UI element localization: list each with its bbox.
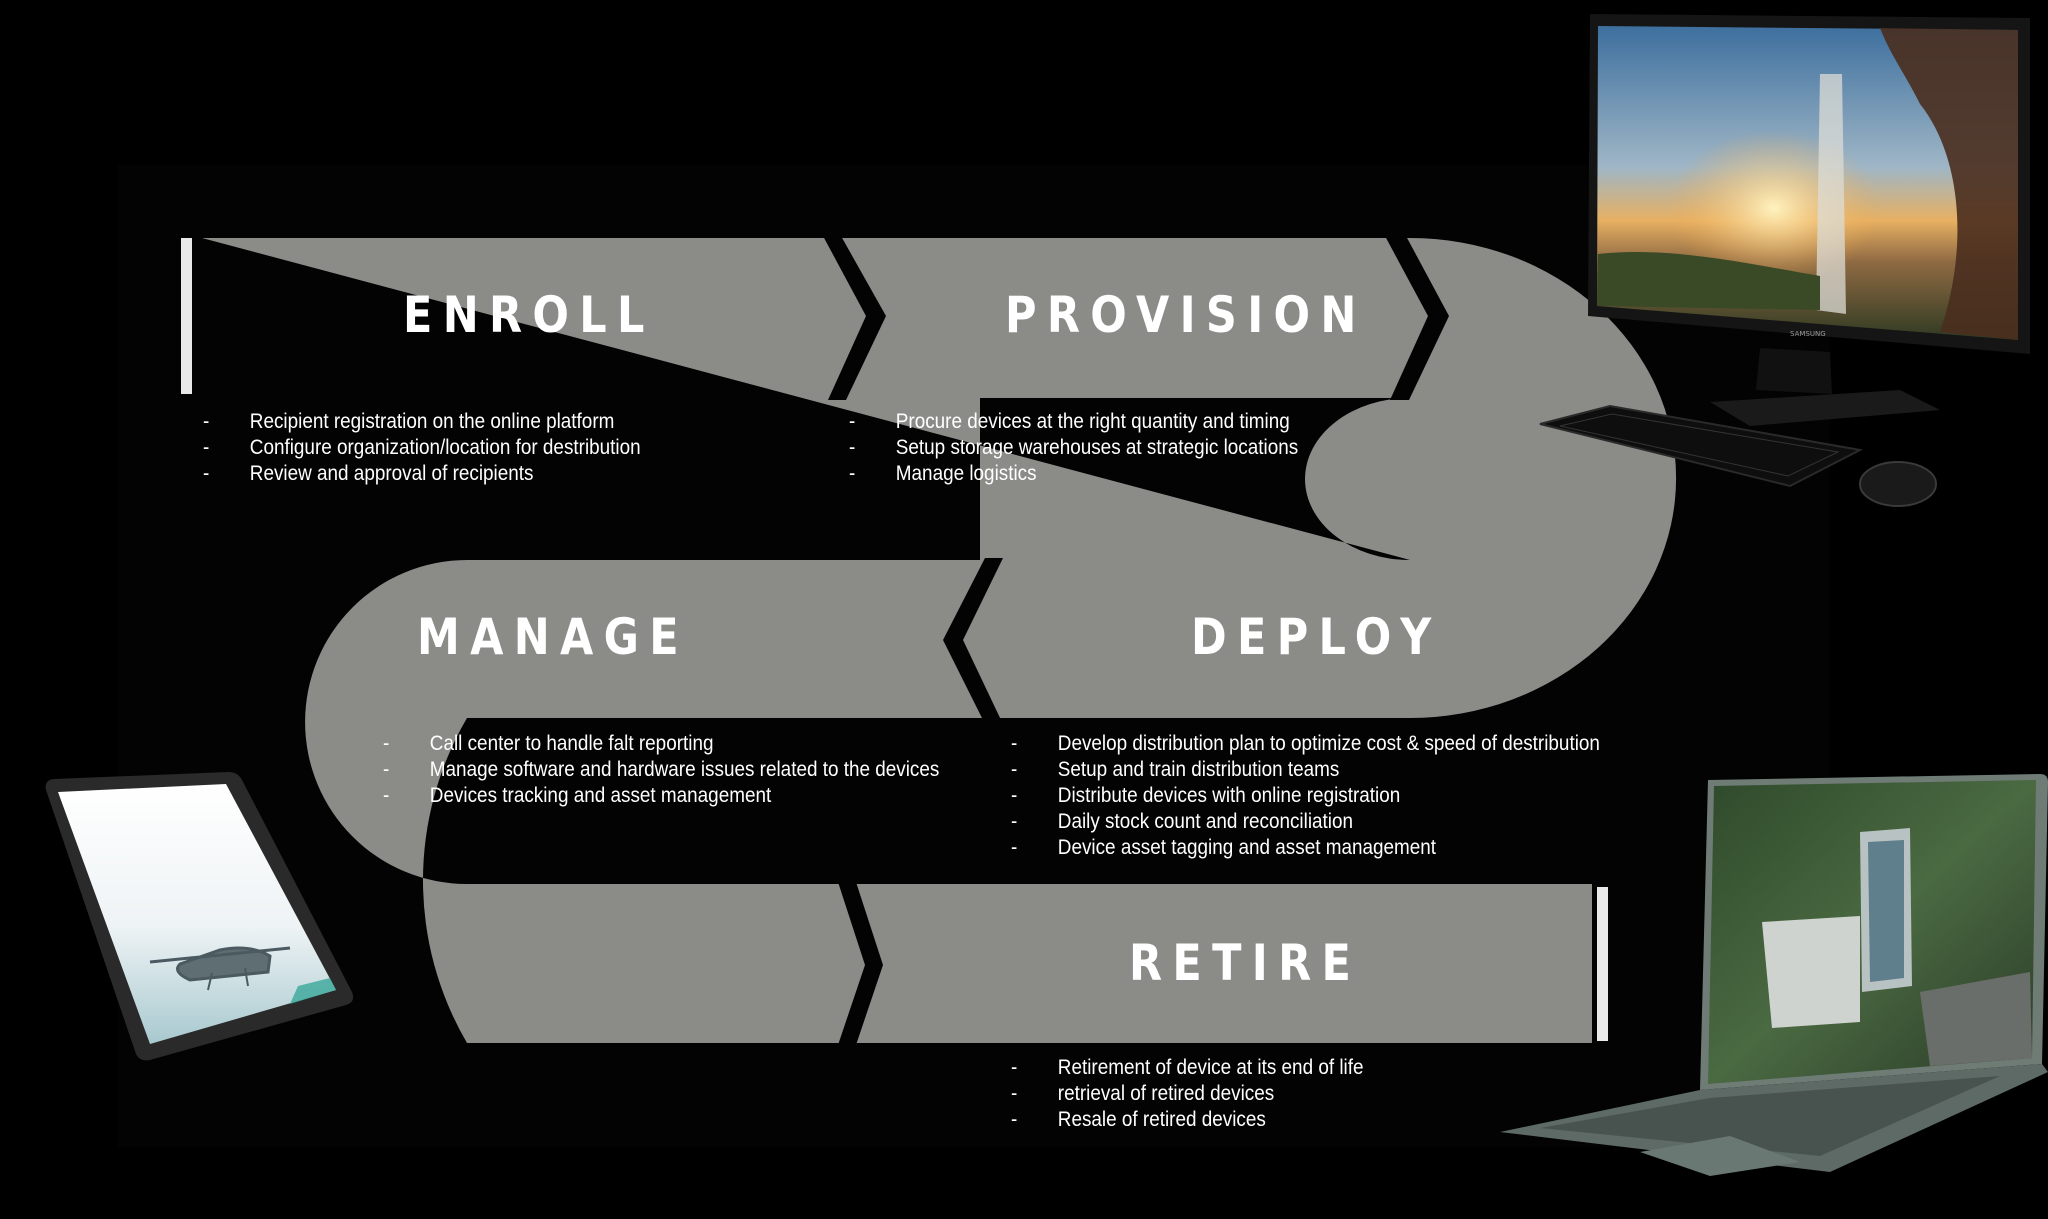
bullet-marker: - (1011, 836, 1018, 859)
bullet-text: Daily stock count and reconciliation (1057, 810, 1354, 833)
list-item: - Setup storage warehouses at strategic l… (849, 435, 1298, 461)
bullet-marker: - (203, 462, 210, 485)
bullet-marker: - (1011, 732, 1018, 755)
list-item: - Manage software and hardware issues rel… (383, 757, 939, 783)
list-item: - Manage logistics (849, 461, 1298, 487)
list-item: - Recipient registration on the online pl… (203, 409, 641, 435)
bullet-text: retrieval of retired devices (1057, 1082, 1275, 1105)
separator-provision-deploy (1385, 236, 1449, 400)
list-item: - Distribute devices with online registra… (1011, 783, 1600, 809)
bullet-text: Configure organization/location for dest… (249, 436, 641, 459)
tablet-icon (45, 772, 354, 1061)
retire-bullets: - Retirement of device at its end of life… (1011, 1055, 1403, 1133)
bullet-text: Review and approval of recipients (249, 462, 534, 485)
bullet-text: Device asset tagging and asset managemen… (1057, 836, 1437, 859)
list-item: - Device asset tagging and asset manageme… (1011, 835, 1600, 861)
list-item: - Develop distribution plan to optimize c… (1011, 731, 1600, 757)
bullet-text: Setup and train distribution teams (1057, 758, 1340, 781)
bullet-marker: - (383, 758, 390, 781)
manage-bullets: - Call center to handle falt reporting - M… (383, 731, 1001, 809)
bullet-text: Call center to handle falt reporting (429, 732, 714, 755)
bullet-marker: - (1011, 784, 1018, 807)
list-item: - Devices tracking and asset management (383, 783, 939, 809)
end-bar (1597, 887, 1608, 1041)
bullet-text: Retirement of device at its end of life (1057, 1056, 1364, 1079)
bullet-marker: - (849, 462, 856, 485)
bullet-text: Setup storage warehouses at strategic lo… (895, 436, 1299, 459)
bullet-marker: - (1011, 758, 1018, 781)
start-bar (181, 238, 192, 394)
bullet-marker: - (203, 410, 210, 433)
bullet-marker: - (383, 784, 390, 807)
bullet-marker: - (1011, 810, 1018, 833)
road-shape (202, 238, 1677, 1043)
svg-text:SAMSUNG: SAMSUNG (1790, 330, 1826, 338)
deploy-bullets: - Develop distribution plan to optimize c… (1011, 731, 1665, 861)
separator-enroll-provision (823, 236, 886, 400)
bullet-marker: - (849, 410, 856, 433)
bullet-text: Distribute devices with online registrat… (1057, 784, 1401, 807)
provision-title: PROVISION (1005, 286, 1367, 344)
deploy-title: DEPLOY (1191, 608, 1442, 666)
bullet-marker: - (1011, 1082, 1018, 1105)
list-item: - Setup and train distribution teams (1011, 757, 1600, 783)
enroll-bullets: - Recipient registration on the online pl… (203, 409, 689, 487)
desktop-computer-icon: SAMSUNG (1539, 14, 2030, 507)
list-item: - Resale of retired devices (1011, 1107, 1364, 1133)
provision-bullets: - Procure devices at the right quantity a… (849, 409, 1348, 487)
bullet-text: Recipient registration on the online pla… (249, 410, 615, 433)
bullet-marker: - (203, 436, 210, 459)
bullet-marker: - (1011, 1056, 1018, 1079)
list-item: - Procure devices at the right quantity a… (849, 409, 1298, 435)
bullet-text: Manage logistics (895, 462, 1037, 485)
manage-title: MANAGE (417, 608, 689, 666)
list-item: - Daily stock count and reconciliation (1011, 809, 1600, 835)
list-item: - Configure organization/location for des… (203, 435, 641, 461)
list-item: - Review and approval of recipients (203, 461, 641, 487)
bullet-marker: - (1011, 1108, 1018, 1131)
separator-deploy-manage (943, 558, 1003, 720)
laptop-icon (1500, 774, 2048, 1176)
enroll-title: ENROLL (403, 286, 655, 344)
list-item: - Call center to handle falt reporting (383, 731, 939, 757)
bullet-text: Resale of retired devices (1057, 1108, 1266, 1131)
bullet-marker: - (849, 436, 856, 459)
bullet-marker: - (383, 732, 390, 755)
retire-title: RETIRE (1129, 934, 1362, 992)
list-item: - retrieval of retired devices (1011, 1081, 1364, 1107)
separator-manage-retire (838, 882, 883, 1045)
bullet-text: Devices tracking and asset management (429, 784, 772, 807)
bullet-text: Manage software and hardware issues rela… (429, 758, 940, 781)
bullet-text: Develop distribution plan to optimize co… (1057, 732, 1600, 755)
list-item: - Retirement of device at its end of life (1011, 1055, 1364, 1081)
bullet-text: Procure devices at the right quantity an… (895, 410, 1290, 433)
